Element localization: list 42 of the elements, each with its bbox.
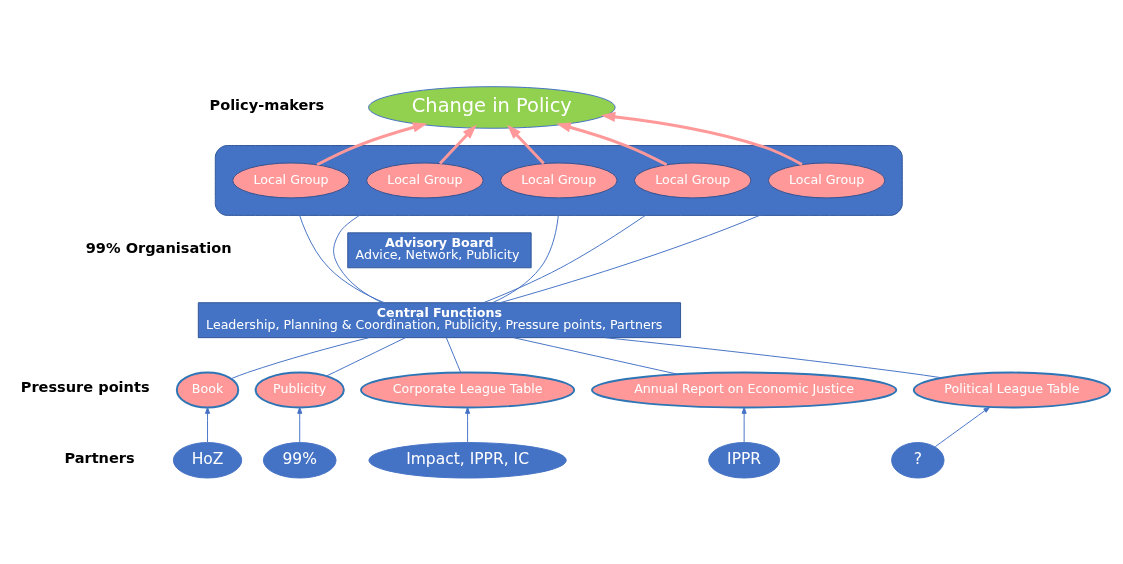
arrow bbox=[316, 121, 428, 166]
node-ellipse: Local Group bbox=[366, 162, 484, 198]
connector bbox=[483, 196, 672, 303]
connector bbox=[492, 197, 560, 303]
arrow bbox=[741, 406, 747, 442]
arrow bbox=[507, 124, 545, 164]
node-ellipse: ? bbox=[891, 441, 945, 478]
arrow bbox=[438, 124, 477, 164]
label: Pressure points bbox=[20, 377, 150, 395]
arrow bbox=[205, 406, 211, 442]
node-ellipse: IPPR bbox=[708, 441, 781, 478]
node-ellipse: Annual Report on Economic Justice bbox=[591, 371, 898, 408]
connector bbox=[230, 336, 370, 379]
node-box: Central Functions Leadership, Planning & Coordination, Publicity, Pressure points, Partners bbox=[197, 301, 682, 338]
node-ellipse: 99% bbox=[262, 441, 337, 478]
connector bbox=[326, 336, 406, 376]
node-ellipse: Book bbox=[175, 371, 240, 408]
node-ellipse: Political League Table bbox=[912, 371, 1112, 408]
label: 99% Organisation bbox=[85, 238, 232, 256]
cluster bbox=[214, 144, 903, 216]
connector bbox=[294, 197, 385, 303]
connector bbox=[445, 336, 462, 373]
arrow bbox=[556, 121, 668, 166]
arrow bbox=[465, 406, 471, 442]
connector bbox=[333, 194, 396, 303]
node-ellipse: Corporate League Table bbox=[360, 371, 576, 408]
node-box: Advisory Board Advice, Network, Publicity bbox=[347, 231, 532, 268]
node-ellipse: Local Group bbox=[232, 162, 350, 198]
connector bbox=[499, 195, 801, 303]
node-ellipse: Impact, IPPR, IC bbox=[368, 441, 567, 478]
node-ellipse: Local Group bbox=[500, 162, 618, 198]
label: Policy-makers bbox=[209, 95, 325, 113]
arrow bbox=[297, 406, 303, 442]
connector bbox=[513, 336, 679, 375]
node-ellipse: Local Group bbox=[633, 162, 752, 198]
connector bbox=[604, 336, 943, 378]
node-ellipse: Publicity bbox=[254, 371, 345, 408]
arrow bbox=[934, 406, 991, 447]
label: Partners bbox=[64, 448, 135, 466]
arrow bbox=[600, 111, 803, 166]
node-ellipse: Local Group bbox=[767, 162, 886, 198]
node-ellipse: HoZ bbox=[172, 441, 243, 478]
